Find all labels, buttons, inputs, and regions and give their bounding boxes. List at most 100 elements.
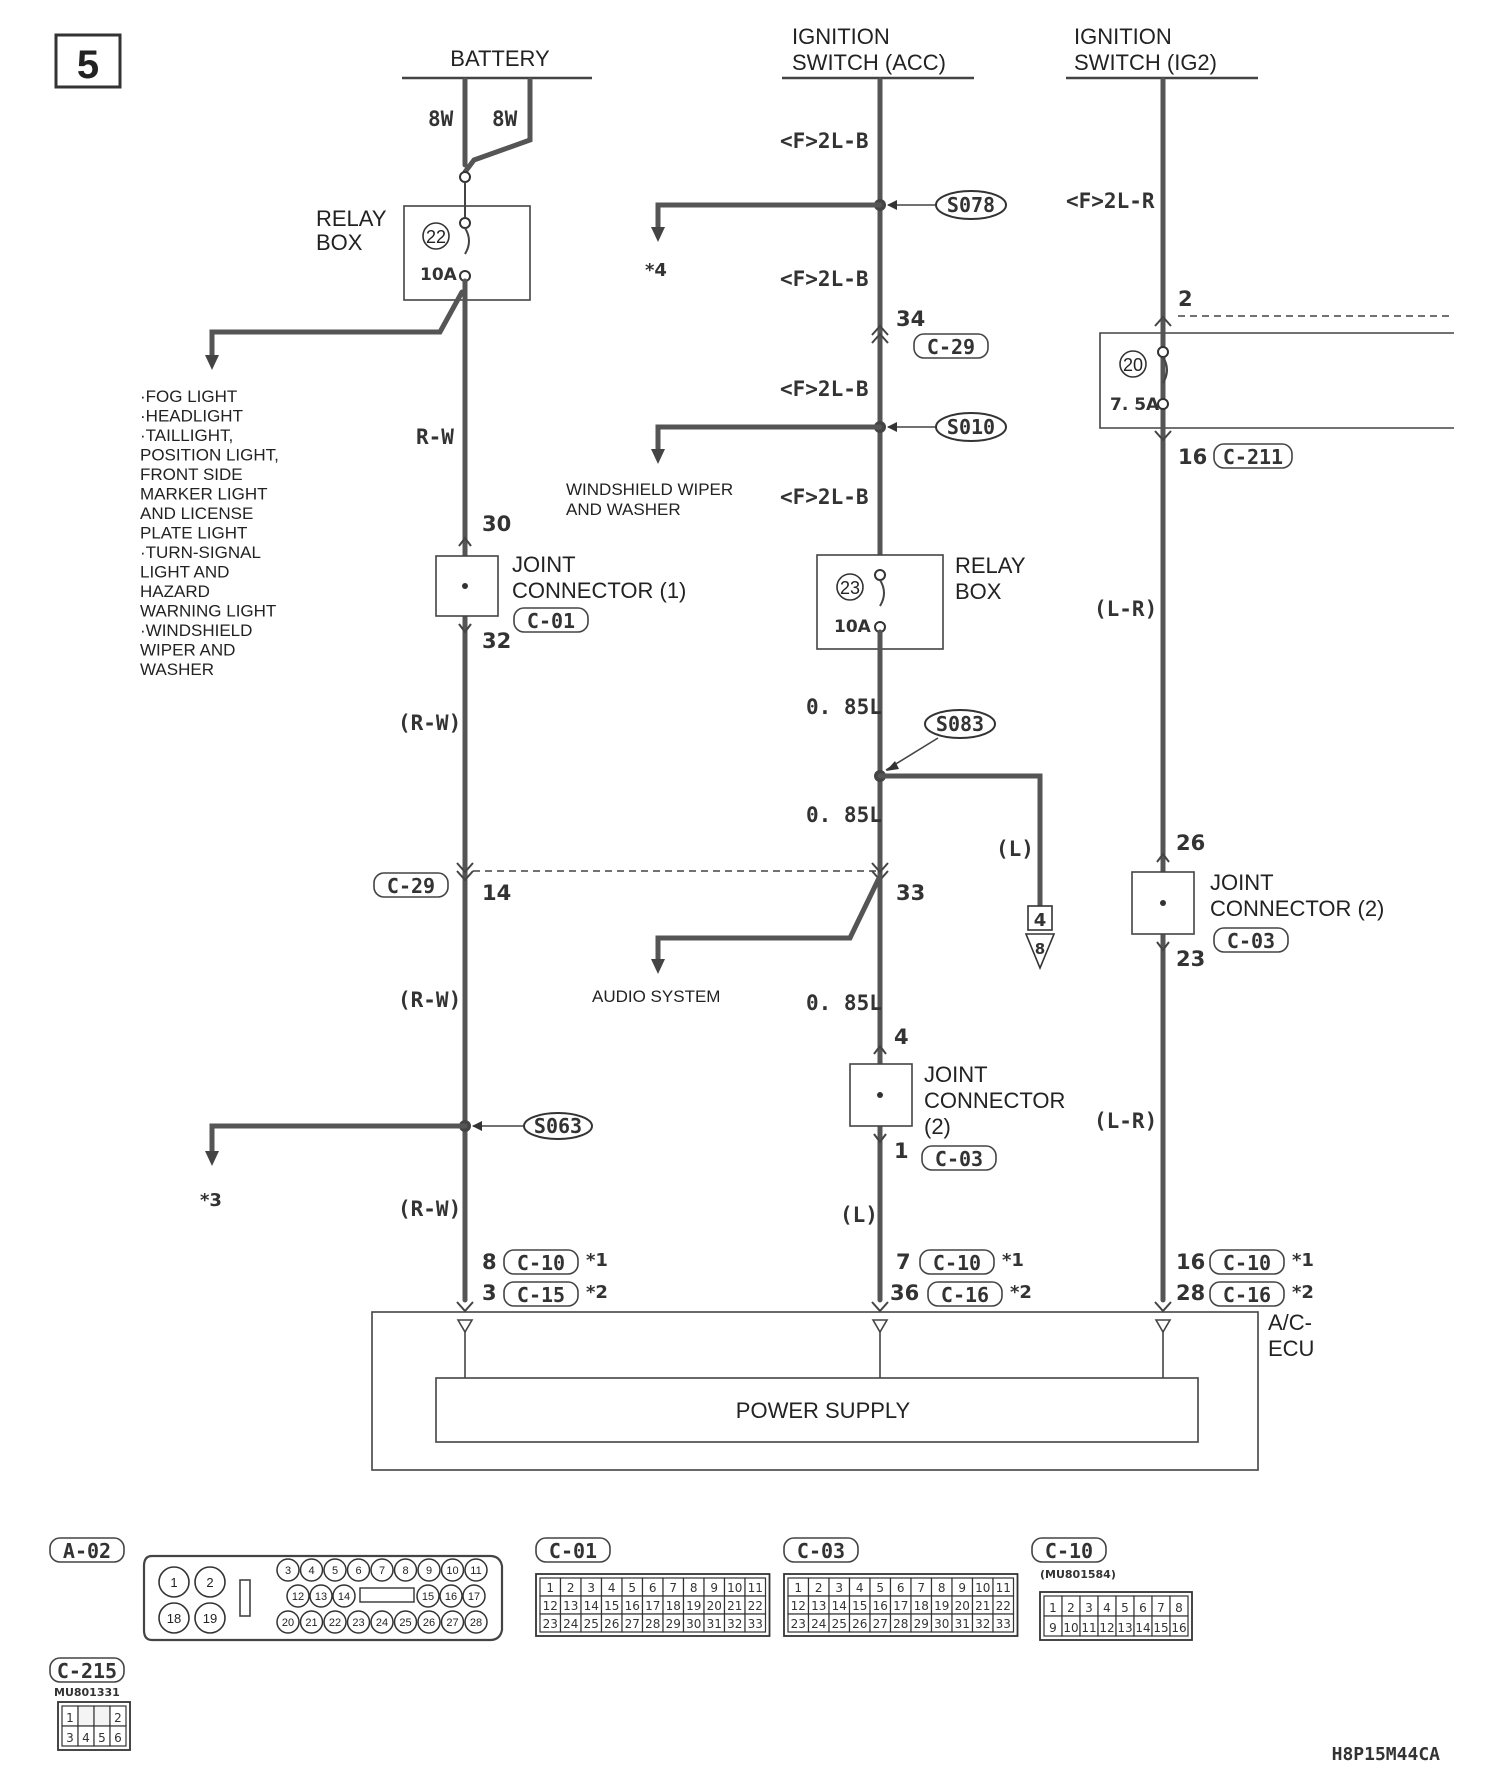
lighting-load-line: PLATE LIGHT <box>140 524 247 543</box>
c01-pin-label: 16 <box>625 1599 640 1613</box>
c03-pin-label: 32 <box>975 1617 990 1631</box>
c01-pin-label: 11 <box>748 1581 763 1595</box>
c03-pin-label: 3 <box>835 1581 843 1595</box>
c01-pin-label: 27 <box>625 1617 640 1631</box>
a02-pin <box>158 1602 190 1634</box>
c03-pin-label: 10 <box>975 1581 990 1595</box>
c10-pin-label: 8 <box>1175 1601 1183 1615</box>
a02-pin <box>194 1566 226 1598</box>
jc2-ig2-code: C-03 <box>1227 929 1275 953</box>
c01-pin-label: 28 <box>645 1617 660 1631</box>
c03-pin-label: 11 <box>996 1581 1011 1595</box>
a02-pin-label: 13 <box>315 1591 327 1603</box>
c03-pin-label: 21 <box>975 1599 990 1613</box>
c215-pin-label: 6 <box>114 1731 122 1745</box>
c03-pin-label: 29 <box>914 1617 929 1631</box>
c03-pin-label: 24 <box>811 1617 826 1631</box>
c215-part: MU801331 <box>54 1686 120 1699</box>
c10-pin-label: 15 <box>1153 1621 1168 1635</box>
jc2-ig2-label-1: JOINT <box>1210 870 1274 895</box>
ecu-pin-8: 8 <box>482 1250 497 1274</box>
c10-pin-label: 16 <box>1171 1621 1186 1635</box>
lighting-load-line: WIPER AND <box>140 641 235 660</box>
acc-wire-1: <F>2L-B <box>780 129 869 153</box>
a02-pin <box>417 1610 441 1634</box>
a02-pin <box>276 1610 300 1634</box>
relay-box-23-label-2: BOX <box>955 579 1002 604</box>
lighting-load-line: FRONT SIDE <box>140 465 243 484</box>
c03-pin-label: 23 <box>791 1617 806 1631</box>
a02-pin-label: 24 <box>376 1617 388 1629</box>
wire-l-branch: (L) <box>996 837 1034 861</box>
fuse-20-number-circle <box>1119 350 1147 378</box>
splice-s063 <box>523 1112 593 1140</box>
a02-pin-label: 12 <box>292 1591 304 1603</box>
splice-s010-label: S010 <box>947 415 995 439</box>
battery-wire-8w-a: 8W <box>428 107 454 131</box>
relay-box-22-label-1: RELAY <box>316 206 387 231</box>
jc2-pin-23: 23 <box>1176 947 1205 971</box>
ign-acc-label-1: IGNITION <box>792 24 890 49</box>
c03-pin-label: 5 <box>876 1581 884 1595</box>
c10-pin-label: 3 <box>1085 1601 1093 1615</box>
c10-pin-label: 9 <box>1049 1621 1057 1635</box>
c29-code-right: C-29 <box>927 335 975 359</box>
c10-part: (MU801584) <box>1040 1568 1116 1581</box>
c01-pin-label: 22 <box>748 1599 763 1613</box>
c10-cell <box>1169 1615 1189 1637</box>
splice-s078-label: S078 <box>947 193 995 217</box>
a02-pin-label: 25 <box>399 1617 411 1629</box>
c10-code: C-10 <box>1045 1539 1093 1563</box>
c215-pin-label: 4 <box>82 1731 90 1745</box>
c01-pin-label: 25 <box>584 1617 599 1631</box>
wire-rw-label: R-W <box>416 425 454 449</box>
a02-pin <box>416 1584 440 1608</box>
branch-arrow-star4 <box>651 227 665 242</box>
c01-pin-label: 10 <box>727 1581 742 1595</box>
ref-8: 8 <box>1035 940 1045 958</box>
wire-rw-paren-3: (R-W) <box>398 1197 461 1221</box>
jc2-acc-label-3: (2) <box>924 1114 951 1139</box>
note-star2-left: *2 <box>586 1282 608 1303</box>
ig2-wire-lr-2: (L-R) <box>1094 1109 1157 1133</box>
note-star1-right: *1 <box>1292 1250 1314 1271</box>
a02-pin <box>440 1558 465 1582</box>
splice-s063-label: S063 <box>534 1114 582 1138</box>
a02-pin <box>299 1610 324 1634</box>
jc1-pin-32: 32 <box>482 629 511 653</box>
a02-pin <box>194 1602 226 1634</box>
c01-pin-label: 20 <box>707 1599 722 1613</box>
branch-arrow-lighting <box>205 355 219 370</box>
ign-ig2-label-2: SWITCH (IG2) <box>1074 50 1217 75</box>
ecu-pin-7: 7 <box>896 1250 911 1274</box>
jc2-acc-code: C-03 <box>935 1147 983 1171</box>
c01-pin-label: 8 <box>690 1581 698 1595</box>
lighting-load-line: HAZARD <box>140 582 210 601</box>
ig2-wire-lr-1: (L-R) <box>1094 597 1157 621</box>
c03-pin-label: 17 <box>893 1599 908 1613</box>
a02-pin <box>276 1558 300 1582</box>
c01-pin-label: 31 <box>707 1617 722 1631</box>
note-star1-mid: *1 <box>1002 1250 1024 1271</box>
code-c10-right: C-10 <box>1223 1251 1271 1275</box>
c03-pin-label: 13 <box>811 1599 826 1613</box>
c03-cell <box>992 1613 1015 1633</box>
c03-pin-label: 9 <box>958 1581 966 1595</box>
ecu-label-2: ECU <box>1268 1336 1314 1361</box>
note-star1-left: *1 <box>586 1250 608 1271</box>
c10-pin-label: 13 <box>1117 1621 1132 1635</box>
c03-pin-label: 7 <box>917 1581 925 1595</box>
c01-pin-label: 12 <box>543 1599 558 1613</box>
c10-pin-label: 11 <box>1081 1621 1096 1635</box>
jc1-label-1: JOINT <box>512 552 576 577</box>
a02-pin <box>299 1558 324 1582</box>
ecu-pin-3: 3 <box>482 1281 497 1305</box>
c03-pin-label: 22 <box>996 1599 1011 1613</box>
fuse-23-number-circle <box>836 573 864 601</box>
c01-pin-label: 17 <box>645 1599 660 1613</box>
a02-pin <box>323 1558 347 1582</box>
c10-pin-label: 14 <box>1135 1621 1150 1635</box>
c01-pin-label: 5 <box>628 1581 636 1595</box>
